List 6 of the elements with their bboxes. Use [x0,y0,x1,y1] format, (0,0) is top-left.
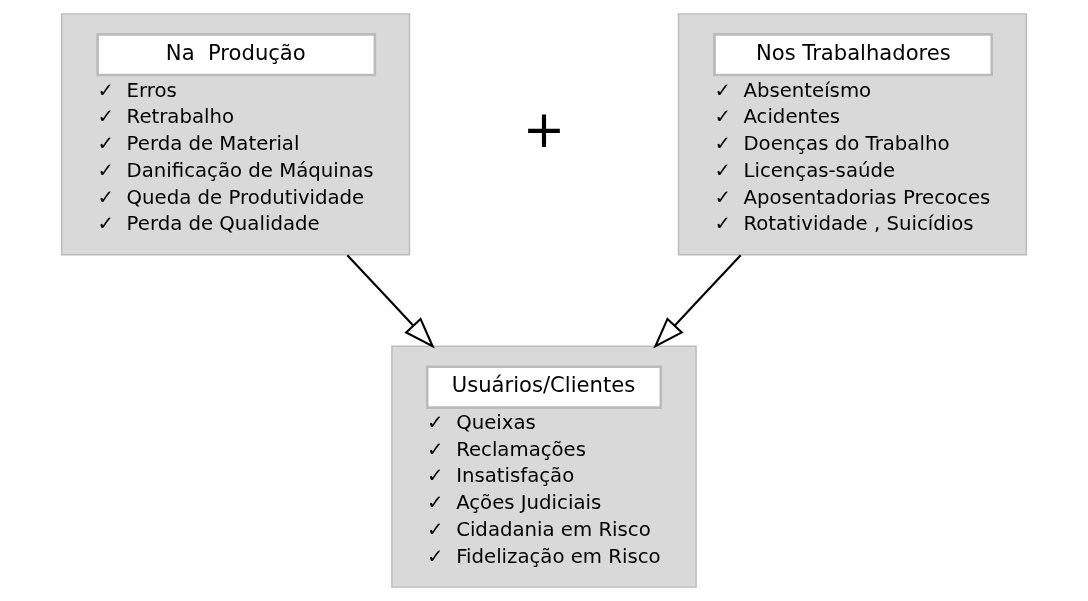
node-box: Usuários/Clientes ✓ Queixas ✓ Reclamações ✓ Insatisfação ✓ Ações Judiciais ✓ Cidadania em Risco ✓ Fidelização em Risco [391,345,697,588]
label: + [522,99,566,159]
node-box: Nos Trabalhadores ✓ Absenteísmo ✓ Acidentes ✓ Doenças do Trabalho ✓ Licenças-saúde ✓ Aposentadorias Precoces ✓ Rotatividade , Suicídios [677,13,1028,256]
arrow [653,254,742,349]
node-box: Na Produção ✓ Erros ✓ Retrabalho ✓ Perda de Material ✓ Danificação de Máquinas ✓ Queda de Produtividade ✓ Perda de Qualidade [60,13,411,256]
arrow [346,254,435,349]
